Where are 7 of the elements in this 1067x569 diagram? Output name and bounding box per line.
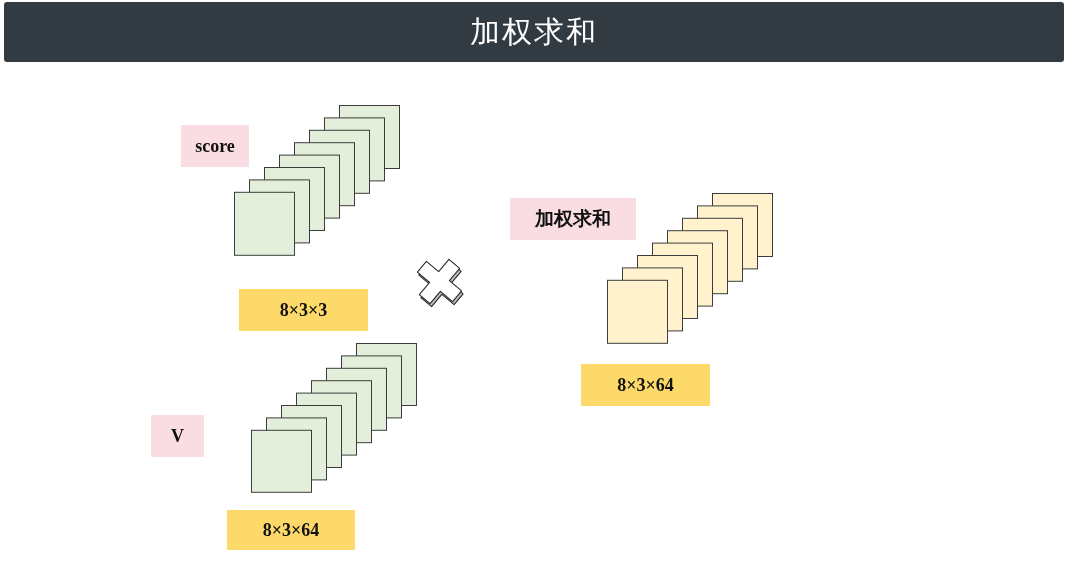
label-box: score <box>181 125 249 167</box>
size-box: 8×3×64 <box>581 364 710 406</box>
size-box: 8×3×3 <box>239 289 368 331</box>
label-box: 加权求和 <box>510 198 636 240</box>
size-box: 8×3×64 <box>227 510 355 550</box>
label-box: V <box>151 415 204 457</box>
title-bar: 加权求和 <box>4 2 1064 62</box>
